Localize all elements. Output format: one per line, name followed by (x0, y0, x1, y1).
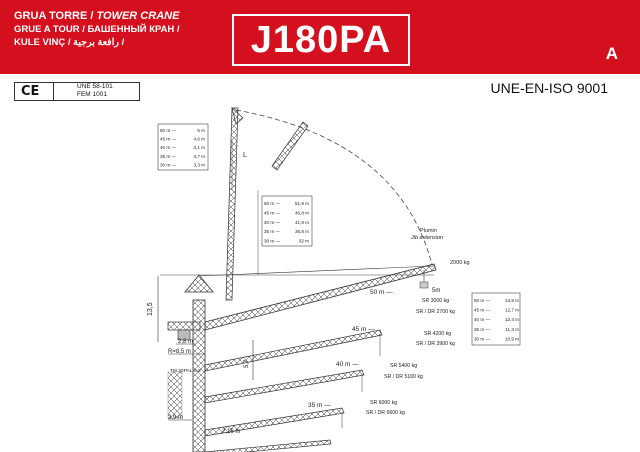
jib-dr-load: SR / DR 3900 kg (416, 341, 455, 347)
label-height-5-7: 5,7 (244, 359, 250, 368)
jib-sr-load: SR 3000 kg (422, 298, 449, 304)
hook-height-row-value: 41,9 m (295, 220, 309, 225)
label-tip-load: 2000 kg (450, 260, 470, 266)
foundation-hatch (167, 371, 183, 419)
jib-length-label: 50 m — (370, 289, 393, 296)
luffing-arc (235, 109, 433, 266)
hook-height-row-jib: 50 m — (264, 201, 280, 206)
jib-offset-row-jib: 45 m — (160, 137, 176, 142)
hook-height-row-value: 46,8 m (295, 210, 309, 215)
hook-height-row-jib: 45 m — (264, 210, 280, 215)
counter-jib (167, 321, 201, 341)
hook-height-row-jib: 35 m — (264, 229, 280, 234)
hook-height-row-value: 32 m (299, 239, 309, 244)
jib-30m-drawing (204, 439, 332, 452)
label-mast-section: TM 30PAL S.6 (170, 368, 201, 374)
header-banner: GRUA TORRE / TOWER CRANE GRUE A TOUR / Б… (0, 0, 640, 74)
hook-height-row-value: 36,8 m (295, 229, 309, 234)
jib-offset-row-value: 4,1 m (194, 145, 206, 150)
counter-height-row-value: 12,7 m (505, 308, 519, 313)
jib-45m-drawing (204, 329, 383, 372)
class-letter: A (605, 44, 618, 63)
jib-sr-load: SR 6000 kg (370, 400, 397, 406)
counter-height-row-value: 11,3 m (505, 327, 519, 332)
title-en: TOWER CRANE (96, 10, 180, 22)
jib-offset-row-value: 3,7 m (194, 154, 206, 159)
jib-offset-table (157, 123, 209, 171)
hook-height-table (261, 195, 313, 247)
jib-offset-row-jib: 50 m — (160, 128, 176, 133)
label-radius: R=8,5 m (168, 349, 191, 355)
jib-40m-drawing (204, 369, 365, 404)
jib-offset-row-jib: 35 m — (160, 154, 176, 159)
jib-dr-load: SR / DR 6600 kg (366, 410, 405, 416)
jib-offset-row-value: 4,6 m (194, 137, 206, 142)
counter-height-row-jib: 45 m — (474, 308, 490, 313)
tip-hook (419, 270, 429, 289)
jib-offset-row-value: 5 m (197, 128, 205, 133)
jib-raised-diagonal (271, 121, 309, 171)
counter-height-table (471, 292, 521, 346)
hook-height-row-jib: 40 m — (264, 220, 280, 225)
ce-mark: CE (21, 84, 40, 99)
model-name: J180PA (232, 14, 410, 66)
counter-height-row-jib: 40 m — (474, 317, 490, 322)
label-jib-extension: Jib extension (410, 235, 443, 241)
jib-sr-load: SR 5400 kg (390, 363, 417, 369)
standard-fem: FEM 1001 (77, 91, 107, 98)
jib-offset-row-jib: 40 m — (160, 145, 176, 150)
counter-height-row-value: 10,9 m (505, 336, 519, 341)
jib-length-label: 35 m — (308, 402, 331, 409)
jib-dr-load: SR / DR 5100 kg (384, 374, 423, 380)
tower-mast (184, 274, 214, 452)
title-tr-ar: KULE VINÇ / رافعة برجية / (14, 37, 125, 48)
title-fr-ru: GRUE A TOUR / БАШЕННЫЙ КРАН / (14, 24, 180, 35)
jib-35m-drawing (204, 407, 345, 437)
label-dim-2-16: 2,16 m (222, 429, 240, 435)
hook-height-row-value: 51,9 m (295, 201, 309, 206)
counter-height-row-value: 12,4 m (505, 317, 519, 322)
cert-divider (53, 83, 54, 100)
main-jib (198, 263, 437, 331)
iso-standard: UNE-EN-ISO 9001 (490, 80, 608, 96)
label-L: L (243, 152, 247, 159)
jib-raised-vertical (225, 106, 244, 301)
jib-offset-row-jib: 30 m — (160, 162, 176, 167)
header-titles: GRUA TORRE / TOWER CRANE GRUE A TOUR / Б… (14, 10, 180, 49)
counter-height-row-value: 13,8 m (505, 298, 519, 303)
jib-length-label: 45 m — (352, 326, 375, 333)
label-dim-2-8: 2,8 m (178, 339, 193, 345)
title-es: GRUA TORRE / (14, 10, 94, 22)
certification-box: CE UNE 58-101 FEM 1001 (14, 82, 140, 101)
jib-offset-row-value: 3,3 m (194, 162, 206, 167)
label-dim-2-9: 2,9 m (168, 415, 183, 421)
counter-height-row-jib: 35 m — (474, 327, 490, 332)
hook-height-row-jib: 30 m — (264, 239, 280, 244)
counter-height-row-jib: 50 m — (474, 298, 490, 303)
jib-length-label: 40 m — (336, 361, 359, 368)
standard-une: UNE 58-101 (77, 83, 113, 90)
label-5m: 5m (432, 288, 440, 294)
jib-dr-load: SR / DR 2700 kg (416, 309, 455, 315)
counter-height-row-jib: 30 m — (474, 336, 490, 341)
jib-sr-load: SR 4200 kg (424, 331, 451, 337)
label-plumin: Plumin (420, 228, 437, 234)
label-height-13-5: 13,5 (147, 302, 154, 316)
